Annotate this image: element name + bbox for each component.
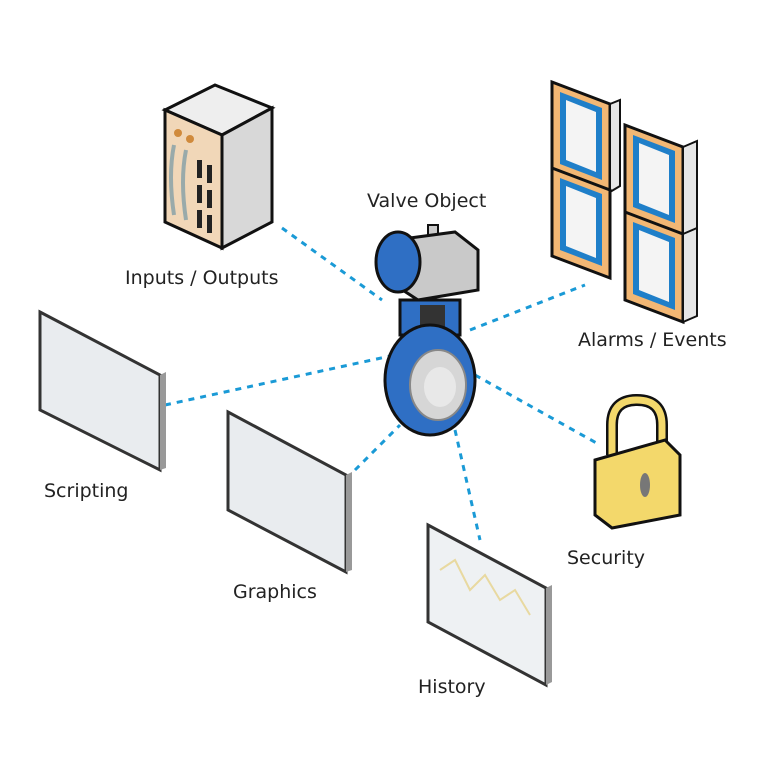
valve-label: Valve Object [367, 190, 486, 212]
connector-graphics [353, 423, 402, 472]
connector-scripting [164, 353, 396, 407]
history-label: History [418, 676, 486, 698]
graphics-label: Graphics [233, 581, 317, 603]
connectors [164, 226, 601, 541]
io-rack-icon [161, 83, 276, 251]
history-screen-icon [426, 522, 552, 688]
security-label: Security [567, 547, 645, 569]
alarm-panels-icon [550, 79, 698, 325]
scripting-label: Scripting [44, 480, 129, 502]
connector-security [474, 373, 601, 447]
connector-io [281, 226, 383, 302]
padlock-icon [593, 393, 682, 530]
graphics-screen-icon [226, 409, 352, 575]
alarms-label: Alarms / Events [578, 329, 727, 351]
io-label: Inputs / Outputs [125, 267, 278, 289]
connector-alarms [469, 283, 586, 332]
scripting-screen-icon [38, 309, 166, 473]
connector-history [453, 429, 482, 541]
butterfly-valve-icon [374, 224, 480, 437]
